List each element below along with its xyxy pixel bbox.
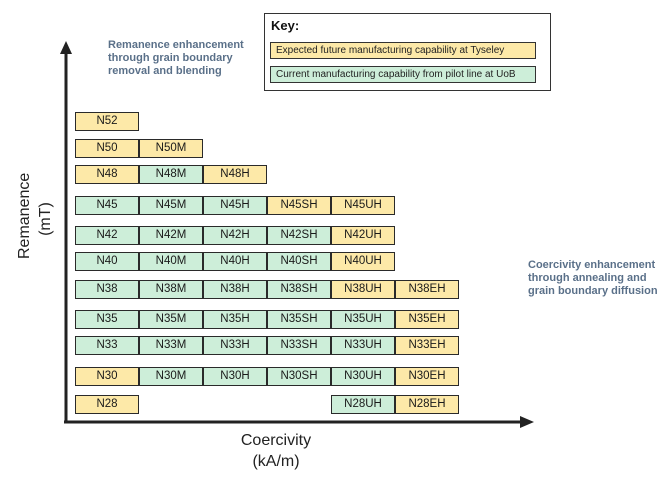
grade-cell: N42H [203,226,267,245]
grade-cell: N45SH [267,196,331,215]
grade-cell: N40SH [267,252,331,271]
y-axis-arrowhead [60,41,72,54]
grade-cell: N45 [75,196,139,215]
grade-cell: N30SH [267,367,331,386]
grade-cell: N35UH [331,310,395,329]
y-axis-label: Remanence (mT) [14,172,56,259]
grade-cell: N38 [75,280,139,299]
grade-cell: N38EH [395,280,459,299]
grade-cell: N52 [75,112,139,131]
remanence-note: Remanence enhancement through grain boun… [108,39,244,77]
grade-cell: N42M [139,226,203,245]
grade-cell: N48M [139,165,203,184]
grade-cell: N38H [203,280,267,299]
grade-cell: N40M [139,252,203,271]
grade-cell: N28UH [331,395,395,414]
grade-cell: N38SH [267,280,331,299]
grade-cell: N33UH [331,336,395,355]
grade-cell: N33SH [267,336,331,355]
key-item-future: Expected future manufacturing capability… [270,42,536,59]
key-title: Key: [271,18,300,33]
grade-cell: N35 [75,310,139,329]
key-legend: Key: Expected future manufacturing capab… [264,13,551,91]
grade-cell: N35SH [267,310,331,329]
grade-cell: N48H [203,165,267,184]
x-axis-label-line2: (kA/m) [252,453,300,470]
coercivity-note: Coercivity enhancement through annealing… [528,259,658,297]
grade-cell: N33 [75,336,139,355]
grade-cell: N35H [203,310,267,329]
grade-cell: N30M [139,367,203,386]
grade-cell: N40 [75,252,139,271]
grade-cell: N28EH [395,395,459,414]
y-axis-label-line2: (mT) [37,202,54,236]
grade-cell: N35M [139,310,203,329]
grade-cell: N40H [203,252,267,271]
grade-cell: N45M [139,196,203,215]
grade-cell: N50M [139,139,203,158]
grade-cell: N42SH [267,226,331,245]
grade-cell: N42UH [331,226,395,245]
grade-cell: N50 [75,139,139,158]
x-axis-arrowhead [520,416,534,428]
grade-cell: N30H [203,367,267,386]
x-axis-label: Coercivity (kA/m) [196,430,356,472]
grade-cell: N30UH [331,367,395,386]
grade-cell: N33EH [395,336,459,355]
grade-cell: N45H [203,196,267,215]
grade-cell: N33H [203,336,267,355]
grade-cell: N30EH [395,367,459,386]
grade-cell: N45UH [331,196,395,215]
grade-cell: N48 [75,165,139,184]
grade-cell: N38UH [331,280,395,299]
grade-cell: N38M [139,280,203,299]
x-axis-label-line1: Coercivity [240,432,312,449]
key-item-current: Current manufacturing capability from pi… [270,66,536,83]
grade-cell: N30 [75,367,139,386]
grade-cell: N35EH [395,310,459,329]
y-axis-label-line1: Remanence [16,172,33,259]
grade-cell: N40UH [331,252,395,271]
grade-cell: N28 [75,395,139,414]
grade-cell: N42 [75,226,139,245]
grade-cell: N33M [139,336,203,355]
